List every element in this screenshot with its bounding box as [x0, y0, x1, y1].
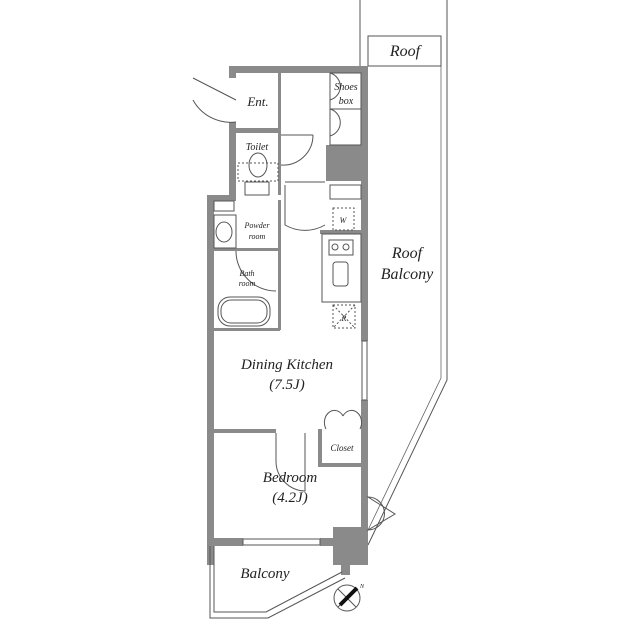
compass: N — [333, 584, 365, 612]
bathtub — [217, 296, 271, 327]
kitchen-sink — [332, 261, 349, 287]
washer-space — [332, 207, 355, 231]
roof-balcony-label-2: Balcony — [381, 266, 434, 283]
fixtures — [192, 72, 396, 619]
roof-balcony-label-1: Roof — [391, 245, 425, 262]
dk-window — [361, 340, 368, 401]
hall-door — [284, 181, 326, 231]
bedroom-label: Bedroom — [263, 470, 318, 486]
shoes-box-label-2: box — [339, 96, 354, 107]
kitchen-counter — [321, 233, 362, 303]
bedroom-window — [242, 538, 321, 546]
balcony-door — [366, 496, 396, 531]
north-label: N — [359, 584, 365, 590]
refrigerator-space — [332, 304, 356, 329]
toilet-label: Toilet — [246, 142, 269, 153]
roof-area — [367, 35, 442, 67]
roof-balcony-outline — [359, 0, 448, 546]
bath-room-label-2: room — [239, 279, 256, 288]
bedroom-door — [275, 433, 306, 492]
powder-room-label-2: room — [249, 232, 266, 241]
bath-room-label-1: Bath — [239, 269, 254, 278]
bath-door — [235, 250, 277, 292]
toilet-bowl — [248, 152, 268, 178]
toilet-door — [280, 134, 314, 166]
walls — [207, 66, 368, 575]
closet-label: Closet — [330, 443, 354, 453]
washer-label: W — [340, 216, 348, 225]
closet-doors — [323, 409, 363, 430]
powder-room-label-1: Powder — [244, 221, 271, 230]
shoes-box-doors — [329, 72, 341, 137]
entrance-label: Ent. — [246, 94, 268, 109]
roof-label: Roof — [389, 43, 423, 60]
dining-kitchen-label: Dining Kitchen — [240, 357, 333, 373]
balcony-outline — [209, 546, 346, 619]
wash-basin — [215, 221, 233, 243]
entrance-door — [192, 77, 237, 123]
bedroom-size: (4.2J) — [272, 490, 307, 506]
shoes-box-label-1: Shoes — [334, 82, 357, 93]
dining-kitchen-size: (7.5J) — [269, 377, 304, 393]
balcony-label: Balcony — [240, 566, 289, 582]
stove — [328, 239, 354, 256]
refrigerator-label: R — [341, 314, 347, 323]
